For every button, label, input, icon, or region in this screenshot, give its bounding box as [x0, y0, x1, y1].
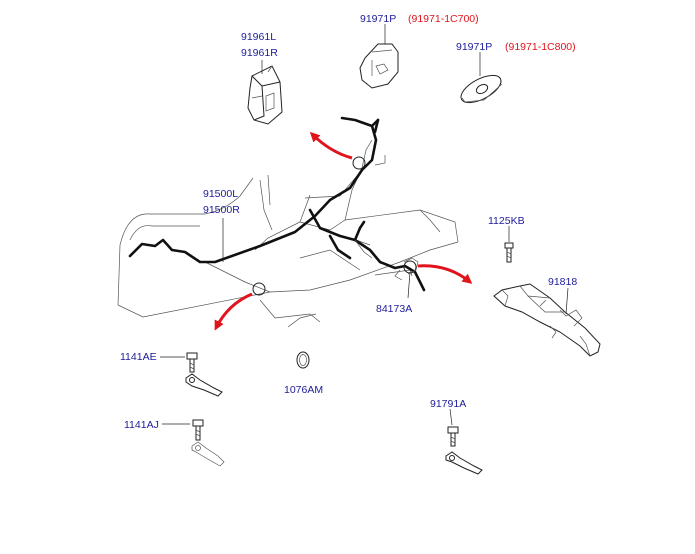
label-harness-l: 91500L: [203, 188, 238, 200]
bolt-1141aj: [162, 419, 225, 467]
label-plug-mid-ref: (91971-1C800): [505, 41, 576, 53]
label-plug-top-ref: (91971-1C700): [408, 13, 479, 25]
bracket-91818: [493, 283, 601, 357]
plug-1c800: [460, 52, 503, 104]
label-ground-91791a: 91791A: [430, 398, 466, 410]
bolt-91791a: [445, 408, 483, 475]
label-bolt-1141aj: 1141AJ: [124, 419, 159, 431]
harness-clip-top: [352, 156, 366, 170]
label-plug-mid: 91971P: [456, 41, 492, 53]
arrow-down-left: [214, 292, 253, 331]
ring-1076am: [296, 351, 310, 369]
harness-clip-left: [252, 282, 266, 296]
label-bolt-1141ae: 1141AE: [120, 351, 157, 363]
label-harness-r: 91500R: [203, 204, 240, 216]
label-grommet-r: 91961R: [241, 47, 278, 59]
direction-arrows: [214, 131, 473, 331]
label-bracket-91818: 91818: [548, 276, 577, 288]
grommet-block: [247, 60, 283, 125]
arrow-up-left: [309, 131, 353, 160]
label-ring-1076am: 1076AM: [284, 384, 323, 396]
label-grommet-l: 91961L: [241, 31, 276, 43]
arrow-right: [417, 264, 473, 284]
label-bolt-1125kb: 1125KB: [488, 215, 525, 227]
wiring-harness: [128, 116, 426, 296]
label-clip-84173a: 84173A: [376, 303, 412, 315]
bolt-1125kb: [504, 226, 514, 263]
label-plug-top: 91971P: [360, 13, 396, 25]
bolt-1141ae: [160, 352, 223, 397]
plug-1c700: [359, 24, 399, 89]
